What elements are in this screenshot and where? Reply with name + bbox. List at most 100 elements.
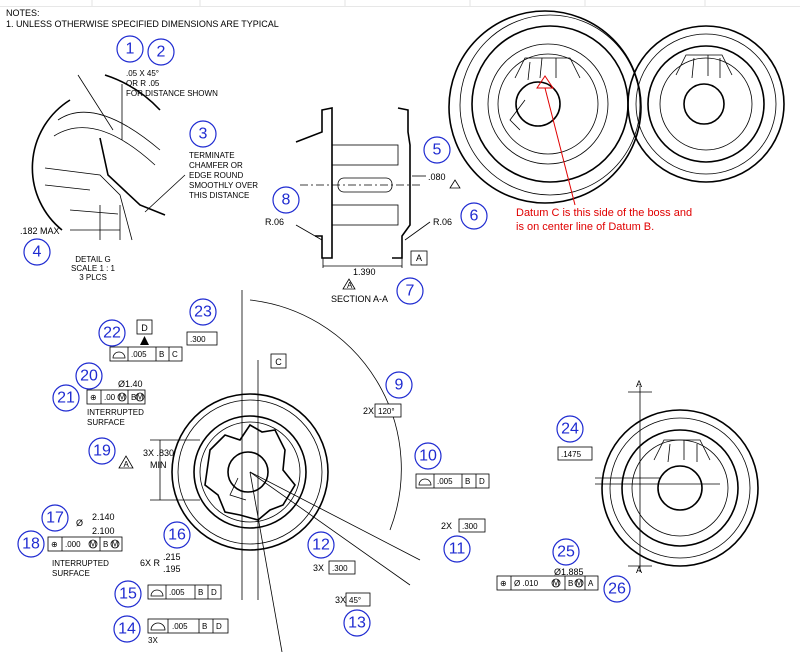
balloon-14: 14 [113, 615, 141, 643]
detail-places: 3 PLCS [79, 273, 107, 282]
balloon-21: 21 [52, 384, 80, 412]
svg-text:B: B [202, 622, 207, 631]
svg-text:5: 5 [433, 142, 442, 159]
triangle-a-main-label: A [124, 460, 130, 469]
detail-max-dim: .182 MAX [20, 226, 60, 236]
terminate-note-2: CHAMFER OR [189, 161, 243, 170]
terminate-note-1: TERMINATE [189, 151, 235, 160]
balloon-11: 11 [443, 535, 471, 563]
fcf-26: ⊕ Ø .010 M B M A [496, 575, 599, 591]
svg-text:19: 19 [93, 443, 111, 460]
balloon-9: 9 [385, 371, 413, 399]
svg-text:14: 14 [118, 621, 136, 638]
balloon-6: 6 [460, 202, 488, 230]
dim-2140: 2.140 [92, 512, 115, 522]
fcf-22: .005 B C [109, 346, 183, 362]
svg-text:⊕: ⊕ [500, 579, 507, 588]
svg-text:22: 22 [103, 325, 121, 342]
angle-120-prefix: 2X [363, 406, 374, 416]
dim-dia-1885: Ø1.885 [554, 567, 584, 577]
terminate-note-4: SMOOTHLY OVER [189, 181, 258, 190]
balloon-12: 12 [307, 531, 335, 559]
svg-text:Ø .010: Ø .010 [514, 579, 539, 588]
interrupted-surface-2b: SURFACE [52, 569, 90, 578]
balloon-5: 5 [423, 136, 451, 164]
svg-text:24: 24 [561, 421, 579, 438]
main-front-view [150, 290, 421, 652]
svg-text:7: 7 [406, 283, 415, 300]
balloon-2: 2 [147, 38, 175, 66]
svg-text:.000: .000 [65, 540, 81, 549]
svg-text:.005: .005 [437, 477, 453, 486]
chamfer-note-1: .05 X 45° [126, 69, 159, 78]
balloon-20: 20 [75, 362, 103, 390]
svg-text:D: D [479, 477, 485, 486]
svg-text:B: B [131, 393, 136, 402]
datum-c-box [270, 353, 287, 369]
balloon-22: 22 [98, 319, 126, 347]
balloon-23: 23 [189, 298, 217, 326]
svg-text:M: M [119, 393, 126, 402]
balloon-3: 3 [189, 120, 217, 148]
svg-text:3: 3 [199, 126, 208, 143]
datum-a-box [410, 250, 428, 266]
dim-3x-300-box [328, 560, 356, 575]
dim-300: .300 [190, 335, 206, 344]
section-dim-080-triangle [449, 179, 461, 189]
angle-120: 120° [378, 407, 395, 416]
svg-text:B: B [198, 588, 203, 597]
triangle-a-main [118, 455, 134, 469]
fcf-14: .005 B D [147, 618, 229, 634]
angle-120-box [374, 403, 402, 418]
detail-scale: SCALE 1 : 1 [71, 264, 116, 273]
svg-text:.005: .005 [169, 588, 185, 597]
svg-text:B: B [159, 350, 164, 359]
balloon-1: 1 [116, 35, 144, 63]
dim-2100: 2.100 [92, 526, 115, 536]
dim-2x-300-prefix: 2X [441, 521, 452, 531]
section-radius-left: R.06 [265, 217, 284, 227]
chamfer-note-3: FOR DISTANCE SHOWN [126, 89, 218, 98]
dim-1475: .1475 [561, 450, 582, 459]
section-marker-a-bottom: A [636, 565, 642, 575]
svg-text:15: 15 [119, 586, 137, 603]
balloon-15: 15 [114, 580, 142, 608]
balloon-26: 26 [603, 575, 631, 603]
balloon-13: 13 [343, 609, 371, 637]
section-radius-right: R.06 [433, 217, 452, 227]
dim-dia-140: Ø1.40 [118, 379, 143, 389]
angle-45: 45° [349, 596, 361, 605]
balloon-25: 25 [552, 538, 580, 566]
svg-text:1: 1 [126, 41, 135, 58]
detail-g-view [31, 74, 186, 241]
right-front-view [595, 386, 759, 572]
angle-45-prefix: 3X [335, 595, 346, 605]
svg-text:20: 20 [80, 368, 98, 385]
datum-c-annotation-2: is on center line of Datum B. [516, 221, 654, 233]
section-dim-1390: 1.390 [353, 267, 376, 277]
sheet-grid [0, 0, 800, 7]
interrupted-surface-1b: SURFACE [87, 418, 125, 427]
svg-text:M: M [576, 579, 583, 588]
svg-text:13: 13 [348, 615, 366, 632]
balloon-10: 10 [414, 442, 442, 470]
svg-text:B: B [103, 540, 108, 549]
svg-text:10: 10 [419, 448, 437, 465]
svg-text:11: 11 [449, 541, 466, 558]
svg-text:21: 21 [57, 390, 75, 407]
datum-c-marker [536, 75, 576, 206]
balloon-16: 16 [163, 521, 191, 549]
svg-text:⊕: ⊕ [90, 393, 97, 402]
fcf-18: ⊕ .000 M B M [47, 536, 123, 552]
balloon-7: 7 [396, 277, 424, 305]
datum-c-annotation-1: Datum C is this side of the boss and [516, 207, 692, 219]
section-a-a-view [295, 107, 431, 268]
svg-text:D: D [211, 588, 217, 597]
balloon-19: 19 [88, 437, 116, 465]
isometric-view-right [627, 25, 785, 183]
notes-title: NOTES: [6, 8, 40, 18]
svg-text:M: M [112, 540, 119, 549]
angle-45-box [345, 592, 371, 607]
svg-text:18: 18 [22, 536, 40, 553]
fcf-10: .005 B D [415, 473, 490, 489]
